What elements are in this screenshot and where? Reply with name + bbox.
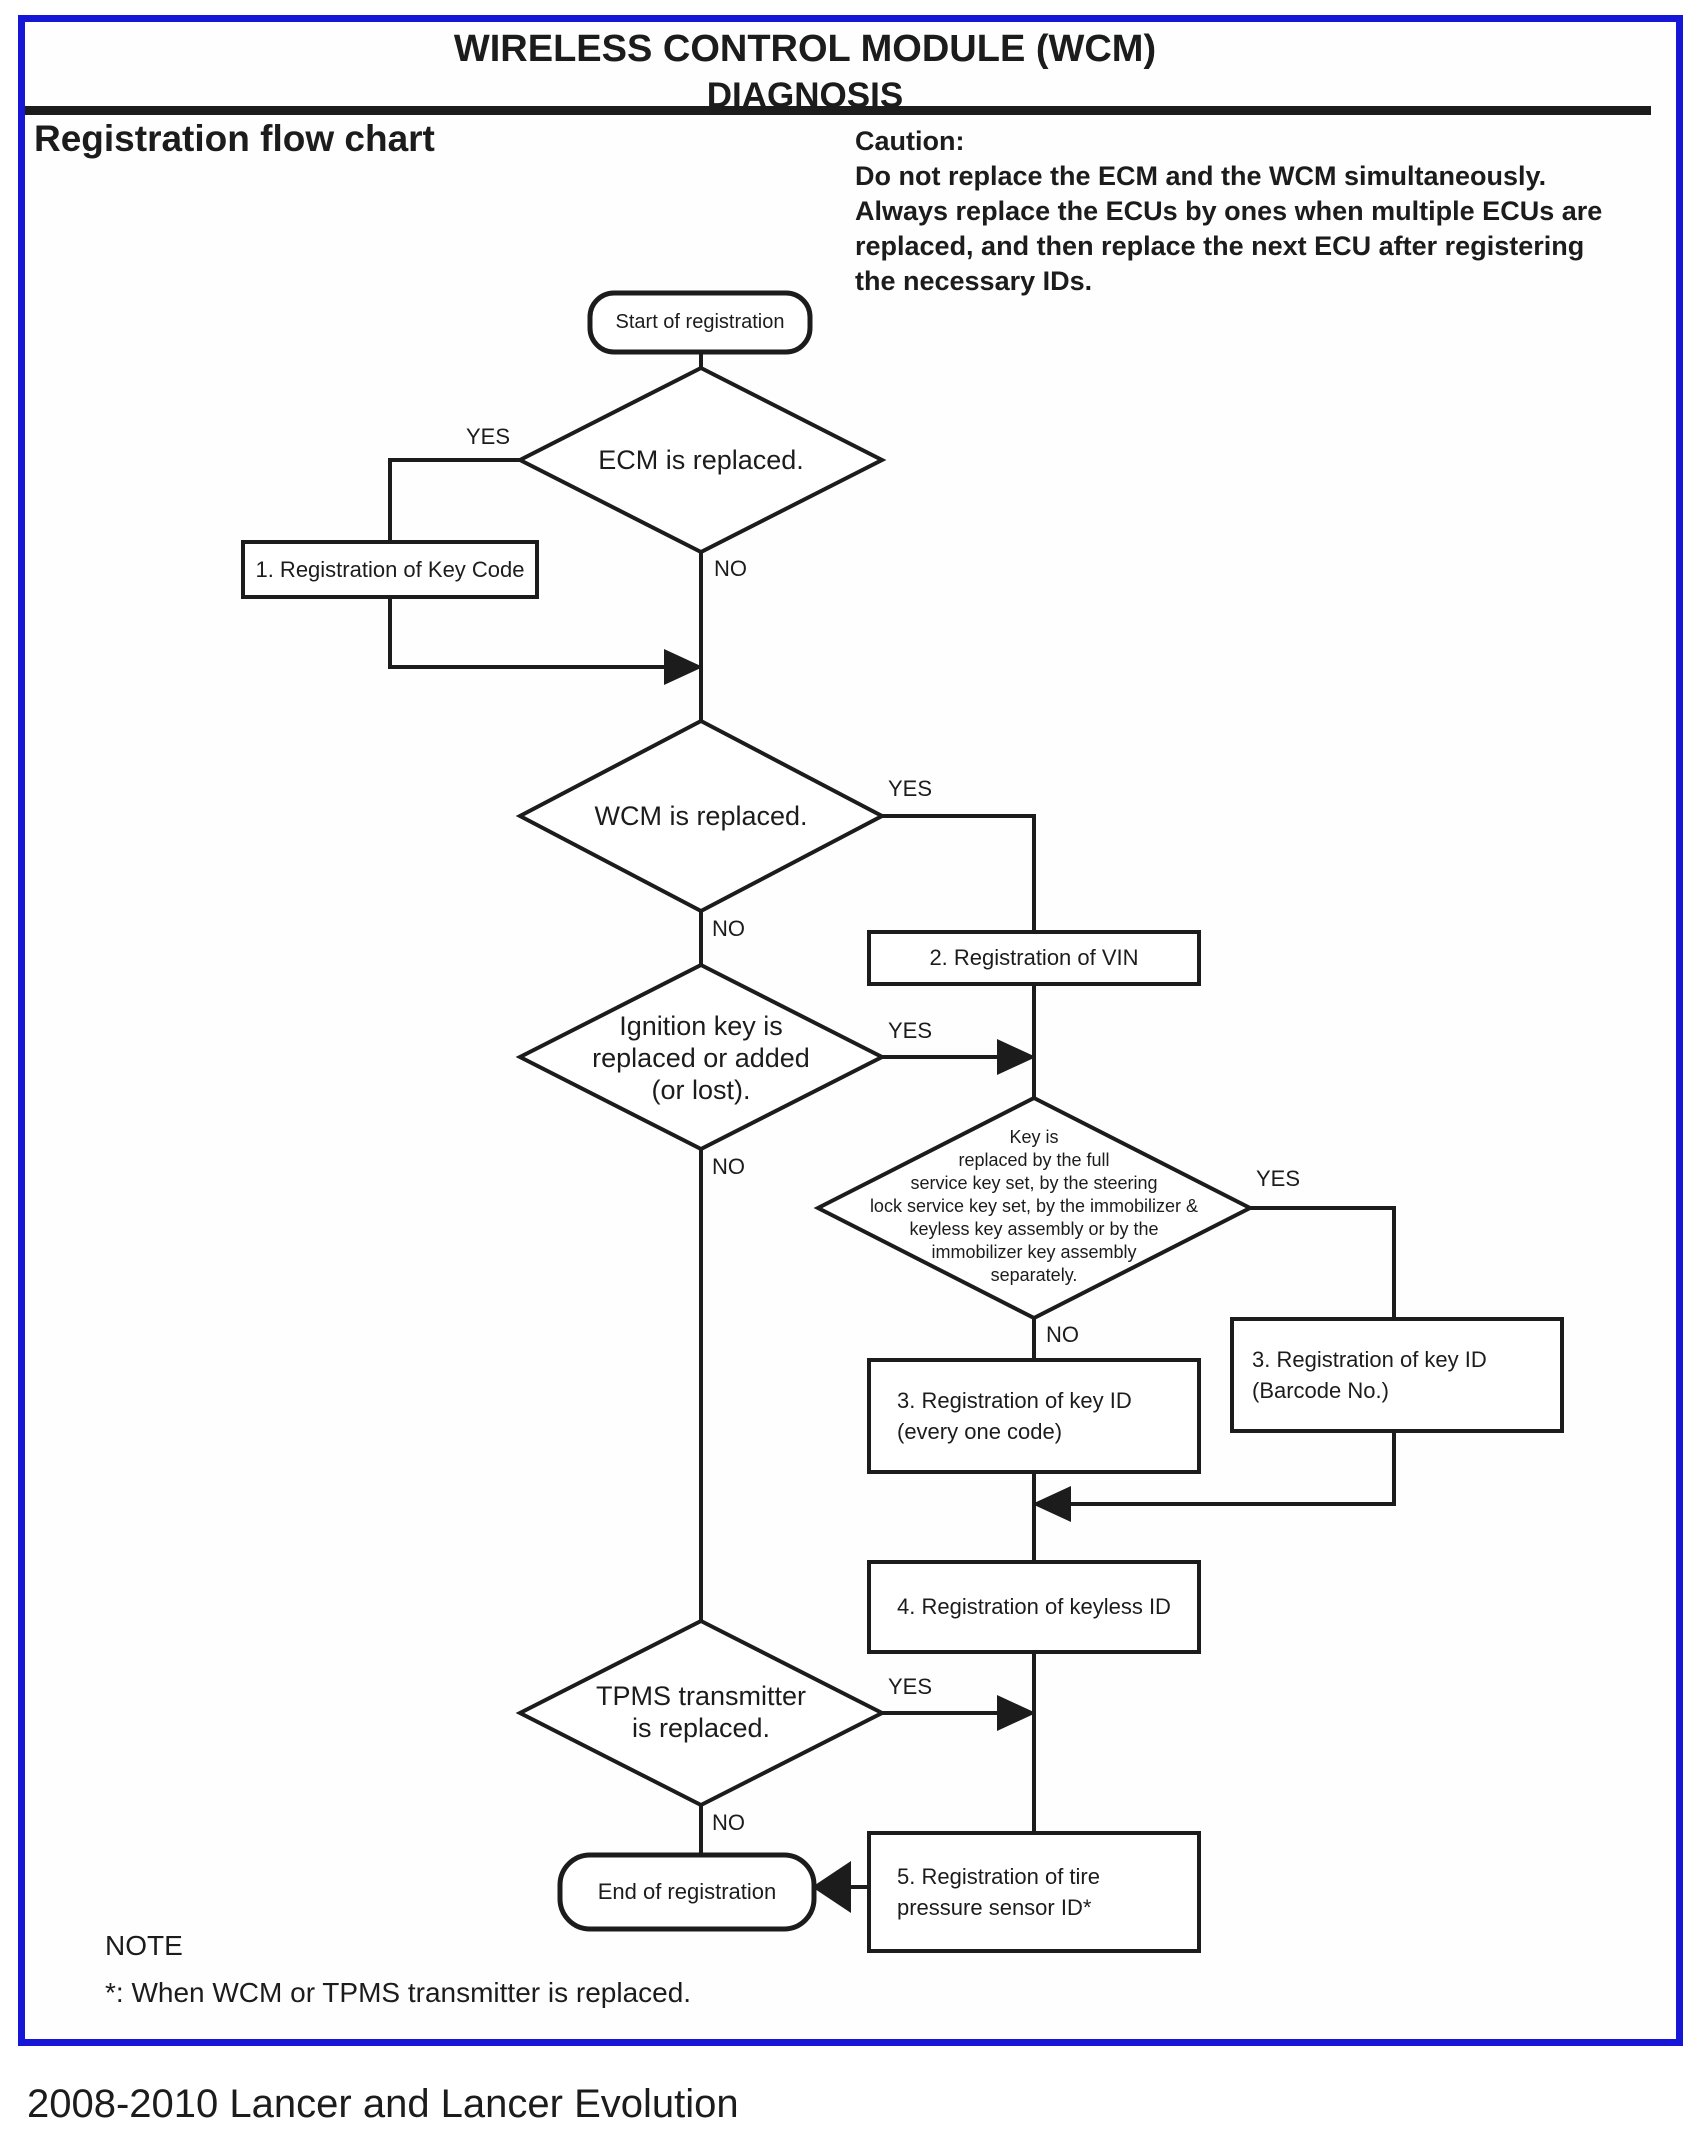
step3-barcode-box-shape xyxy=(1230,1317,1564,1433)
title-divider-rule xyxy=(25,106,1651,115)
arrowhead-ignition-yes xyxy=(997,1039,1036,1075)
caution-line: Always replace the ECUs by ones when mul… xyxy=(855,196,1603,226)
ecm-no-label: NO xyxy=(714,556,747,581)
caution-line: the necessary IDs. xyxy=(855,266,1093,296)
arrowhead-tpms-yes xyxy=(997,1695,1036,1731)
connector-keydiamond-yes xyxy=(1250,1206,1396,1319)
step3-barcode-box-label: 3. Registration of key ID (Barcode No.) xyxy=(1232,1319,1562,1431)
wcm-yes-label: YES xyxy=(888,776,933,801)
key-replacement-line: lock service key set, by the immobilizer… xyxy=(869,1196,1199,1216)
ignition-line: Ignition key is xyxy=(619,1011,783,1041)
footer-caption: 2008-2010 Lancer and Lancer Evolution xyxy=(27,2082,739,2126)
step1-box-shape xyxy=(241,540,539,599)
ecm-yes-label: YES xyxy=(465,424,510,449)
wcm-decision-diamond xyxy=(515,718,887,914)
tpms-decision-diamond xyxy=(515,1618,887,1808)
start-terminal-label: Start of registration xyxy=(615,311,785,333)
step4-box-shape xyxy=(867,1560,1201,1654)
end-terminal-label: End of registration xyxy=(597,1879,777,1904)
key-replacement-line: replaced by the full xyxy=(958,1150,1110,1170)
ignition-decision-label: Ignition key is replaced or added (or lo… xyxy=(521,1010,881,1106)
title-line-1: WIRELESS CONTROL MODULE (WCM) xyxy=(453,28,1157,70)
connector-wcm-yes xyxy=(882,814,1036,932)
note-text: *: When WCM or TPMS transmitter is repla… xyxy=(105,1977,692,2008)
tpms-line: is replaced. xyxy=(631,1713,771,1743)
key-replacement-decision-diamond xyxy=(813,1095,1255,1321)
step5-box-shape xyxy=(867,1831,1201,1953)
ecm-decision-diamond xyxy=(515,365,887,555)
step5-line: 5. Registration of tire xyxy=(897,1864,1100,1889)
key-replacement-yes-label: YES xyxy=(1256,1166,1301,1191)
note-block: NOTE *: When WCM or TPMS transmitter is … xyxy=(105,1922,691,2016)
caution-line: Do not replace the ECM and the WCM simul… xyxy=(855,161,1547,191)
ignition-decision-diamond xyxy=(515,962,887,1152)
step3-every-box-shape xyxy=(867,1358,1201,1474)
end-terminal-shape xyxy=(557,1852,817,1932)
connector-ecm-yes xyxy=(388,458,520,542)
section-heading: Registration flow chart xyxy=(34,118,435,159)
key-replacement-line: separately. xyxy=(990,1265,1078,1285)
caution-label: Caution: xyxy=(855,126,965,156)
wcm-decision-label: WCM is replaced. xyxy=(594,801,808,831)
step4-box-label: 4. Registration of keyless ID xyxy=(897,1594,1171,1619)
step5-line: pressure sensor ID* xyxy=(897,1895,1092,1920)
tpms-yes-label: YES xyxy=(888,1674,933,1699)
step3-every-box-label: 3. Registration of key ID (every one cod… xyxy=(869,1360,1199,1472)
arrowhead-barcode-return xyxy=(1032,1486,1071,1522)
ignition-line: (or lost). xyxy=(651,1075,751,1105)
note-label: NOTE xyxy=(105,1930,183,1961)
key-replacement-line: immobilizer key assembly xyxy=(931,1242,1137,1262)
ignition-line: replaced or added xyxy=(592,1043,810,1073)
caution-line: replaced, and then replace the next ECU … xyxy=(855,231,1585,261)
key-replacement-line: service key set, by the steering xyxy=(910,1173,1158,1193)
step5-box-label: 5. Registration of tire pressure sensor … xyxy=(869,1833,1199,1951)
ecm-decision-label: ECM is replaced. xyxy=(598,445,804,475)
step3-every-line: (every one code) xyxy=(897,1419,1063,1444)
ignition-no-label: NO xyxy=(712,1154,745,1179)
step3-every-line: 3. Registration of key ID xyxy=(897,1388,1132,1413)
connector-barcode-return xyxy=(1069,1431,1396,1506)
start-terminal-shape xyxy=(587,290,813,355)
wcm-no-label: NO xyxy=(712,916,745,941)
step2-box-label: 2. Registration of VIN xyxy=(929,945,1139,970)
connector-step1-merge xyxy=(388,597,666,669)
arrowhead-tire-to-end xyxy=(812,1861,851,1913)
tpms-decision-label: TPMS transmitter is replaced. xyxy=(521,1680,881,1744)
key-replacement-decision-label: Key is replaced by the full service key … xyxy=(834,1126,1234,1287)
step1-box-label: 1. Registration of Key Code xyxy=(255,556,525,582)
key-replacement-line: keyless key assembly or by the xyxy=(909,1219,1159,1239)
tpms-no-label: NO xyxy=(712,1810,745,1835)
ignition-yes-label: YES xyxy=(888,1018,933,1043)
step3-barcode-line: (Barcode No.) xyxy=(1252,1378,1389,1403)
key-replacement-line: Key is xyxy=(1009,1127,1059,1147)
step2-box-shape xyxy=(867,930,1201,986)
key-replacement-no-label: NO xyxy=(1046,1322,1079,1347)
caution-block: Caution: Do not replace the ECM and the … xyxy=(855,124,1670,299)
step3-barcode-line: 3. Registration of key ID xyxy=(1252,1347,1487,1372)
arrowhead-merge-right xyxy=(664,649,703,685)
tpms-line: TPMS transmitter xyxy=(595,1681,807,1711)
